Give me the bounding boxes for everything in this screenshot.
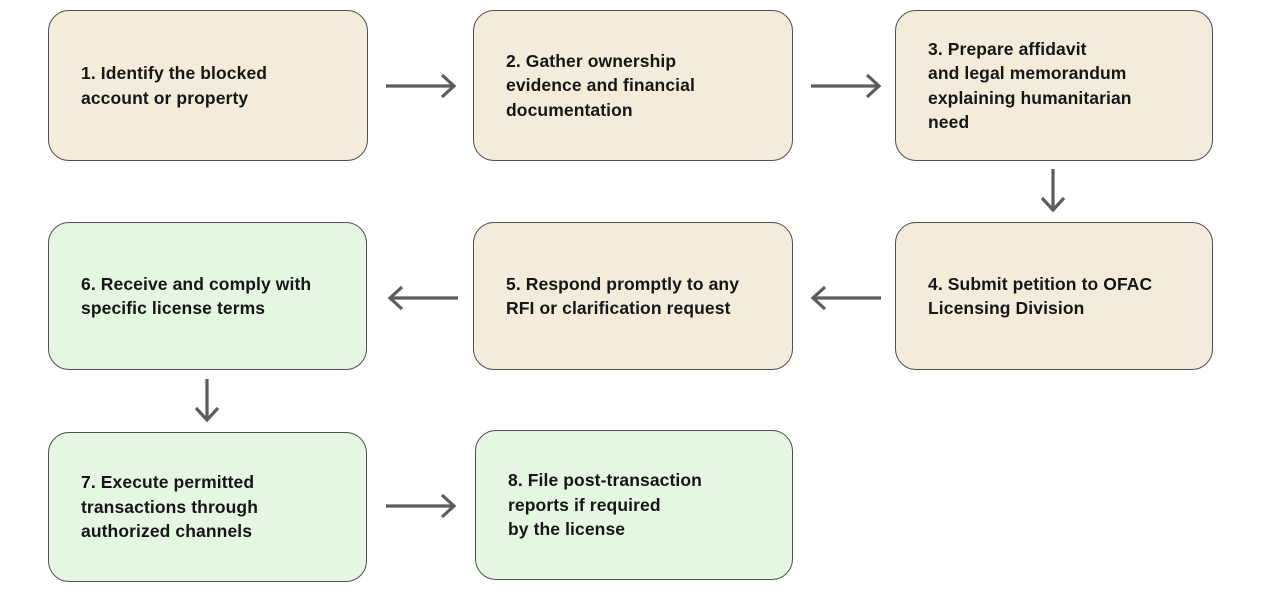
flow-step-1: 1. Identify the blocked account or prope…	[48, 10, 368, 161]
flow-step-6: 6. Receive and comply with specific lice…	[48, 222, 367, 370]
flow-step-2-line-3: documentation	[506, 99, 633, 120]
flow-step-6-label: 6. Receive and comply with specific lice…	[81, 272, 346, 321]
flow-step-5-line-1: 5. Respond promptly to any	[506, 273, 740, 294]
arrow-right-icon-step7-to-step8	[383, 491, 461, 521]
flow-step-4-line-1: 4. Submit petition to OFAC	[928, 273, 1153, 294]
flow-step-2-line-1: 2. Gather ownership	[506, 50, 677, 71]
flow-step-8-line-2: reports if required	[508, 494, 661, 515]
flow-step-5-label: 5. Respond promptly to any RFI or clarif…	[506, 272, 772, 321]
flow-step-4-label: 4. Submit petition to OFAC Licensing Div…	[928, 272, 1192, 321]
flow-step-1-line-1: 1. Identify the blocked	[81, 63, 268, 83]
flow-step-7-line-1: 7. Execute permitted	[81, 472, 255, 493]
flow-step-7-label: 7. Execute permitted transactions throug…	[81, 470, 346, 544]
flow-step-7-line-2: transactions through	[81, 496, 259, 517]
flow-step-1-label: 1. Identify the blocked account or prope…	[81, 61, 347, 110]
flow-step-6-line-2: specific license terms	[81, 298, 266, 318]
flow-step-7-line-3: authorized channels	[81, 521, 253, 542]
arrow-right-icon-step2-to-step3	[808, 71, 886, 101]
arrow-left-icon-step5-to-step6	[383, 283, 461, 313]
flow-step-8: 8. File post-transaction reports if requ…	[475, 430, 793, 580]
arrow-down-icon-step6-to-step7	[192, 376, 222, 426]
flow-step-4-line-2: Licensing Division	[928, 298, 1085, 318]
arrow-right-icon-step1-to-step2	[383, 71, 461, 101]
flow-step-5-line-2: RFI or clarification request	[506, 298, 731, 318]
flow-step-1-line-2: account or property	[81, 87, 249, 108]
arrow-left-icon-step4-to-step5	[806, 283, 884, 313]
flow-step-7: 7. Execute permitted transactions throug…	[48, 432, 367, 582]
flow-step-4: 4. Submit petition to OFAC Licensing Div…	[895, 222, 1213, 370]
flow-step-8-label: 8. File post-transaction reports if requ…	[508, 468, 772, 542]
flow-step-2-line-2: evidence and financial	[506, 75, 695, 96]
flow-step-3-line-3: explaining humanitarian	[928, 87, 1132, 108]
flow-step-3-line-1: 3. Prepare affidavit	[928, 38, 1087, 59]
flow-step-3-line-4: need	[928, 112, 970, 132]
flow-step-3-line-2: and legal memorandum	[928, 63, 1127, 83]
flow-step-8-line-1: 8. File post-transaction	[508, 470, 702, 491]
flow-step-6-line-1: 6. Receive and comply with	[81, 273, 312, 294]
flow-step-2: 2. Gather ownership evidence and financi…	[473, 10, 793, 161]
flow-step-3-label: 3. Prepare affidavit and legal memorandu…	[928, 37, 1192, 135]
flow-step-3: 3. Prepare affidavit and legal memorandu…	[895, 10, 1213, 161]
flow-step-5: 5. Respond promptly to any RFI or clarif…	[473, 222, 793, 370]
flow-step-2-label: 2. Gather ownership evidence and financi…	[506, 49, 772, 123]
arrow-down-icon-step3-to-step4	[1038, 166, 1068, 216]
flow-step-8-line-3: by the license	[508, 519, 626, 540]
